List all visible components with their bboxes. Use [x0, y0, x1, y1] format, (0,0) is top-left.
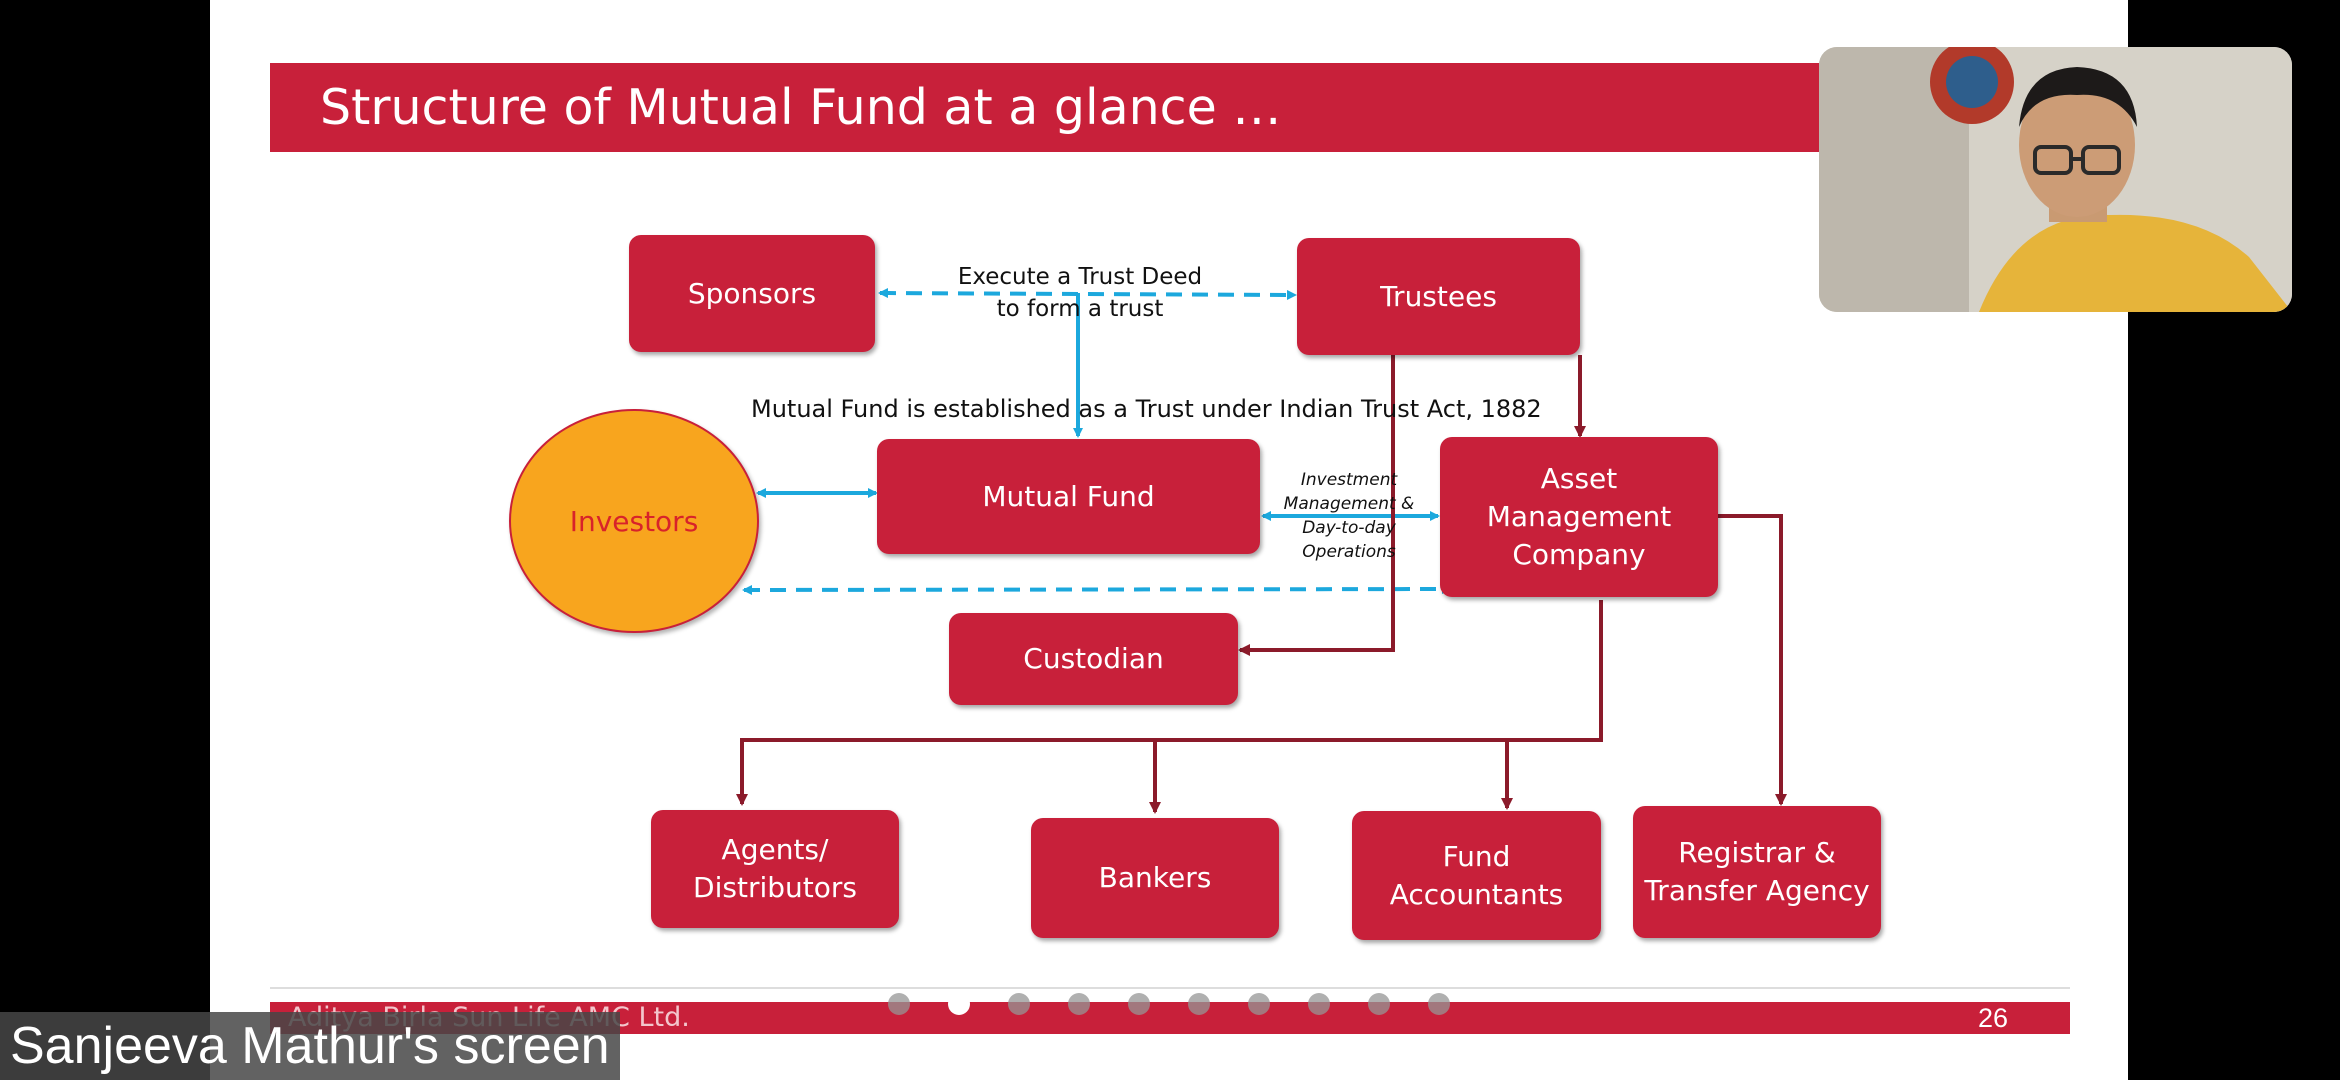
- title-bar: Structure of Mutual Fund at a glance …: [270, 63, 1840, 152]
- participant-avatar-icon: [1819, 47, 2292, 312]
- agents-box: Agents/ Distributors: [651, 810, 899, 928]
- pager-dot[interactable]: [1068, 993, 1090, 1015]
- screen-share-caption: Sanjeeva Mathur's screen: [0, 1012, 620, 1080]
- pager-dot[interactable]: [888, 993, 910, 1015]
- sponsor-trustee-arrow: [878, 288, 1297, 300]
- pager-dot[interactable]: [1188, 993, 1210, 1015]
- participant-video-thumbnail[interactable]: [1819, 47, 2292, 312]
- pager-dot[interactable]: [1308, 993, 1330, 1015]
- pager-dot[interactable]: [1428, 993, 1450, 1015]
- pager-dot[interactable]: [948, 993, 970, 1015]
- slide-pager[interactable]: [888, 993, 1450, 1015]
- sponsors-box: Sponsors: [629, 235, 875, 352]
- custodian-box: Custodian: [949, 613, 1238, 705]
- pager-dot[interactable]: [1248, 993, 1270, 1015]
- amc-box: Asset Management Company: [1440, 437, 1718, 597]
- pager-dot[interactable]: [1008, 993, 1030, 1015]
- investment-label: Investment Management & Day-to-day Opera…: [1283, 470, 1415, 562]
- mutual-fund-box: Mutual Fund: [877, 439, 1260, 554]
- connector-lines: [736, 288, 1787, 814]
- amc-tree-line: [736, 600, 1603, 806]
- investor-amc-arrow: [742, 584, 1452, 595]
- established-label: Mutual Fund is established as a Trust un…: [751, 395, 1542, 423]
- footer-divider: [270, 987, 2070, 989]
- trustee-custodian-arrow: [1238, 355, 1395, 656]
- amc-registrar-arrow: [1718, 514, 1787, 806]
- slide-title: Structure of Mutual Fund at a glance …: [320, 79, 1282, 136]
- pager-dot[interactable]: [1368, 993, 1390, 1015]
- bankers-box: Bankers: [1031, 818, 1279, 938]
- registrar-box: Registrar & Transfer Agency: [1633, 806, 1881, 938]
- fund-accountants-box: Fund Accountants: [1352, 811, 1601, 940]
- pager-dot[interactable]: [1128, 993, 1150, 1015]
- page-number: 26: [1977, 1003, 2008, 1033]
- shared-slide: Structure of Mutual Fund at a glance …: [210, 0, 2128, 1080]
- trustees-box: Trustees: [1297, 238, 1580, 355]
- trust-deed-label: Execute a Trust Deed to form a trust: [957, 264, 1203, 322]
- investors-oval: Investors: [509, 409, 759, 633]
